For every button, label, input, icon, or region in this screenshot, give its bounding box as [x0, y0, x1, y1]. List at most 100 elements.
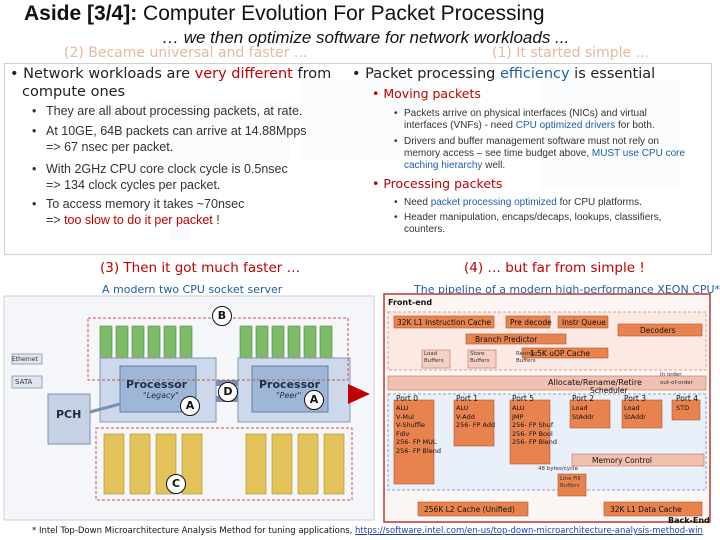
- bytes-per-cycle-label: 48 bytes/cycle: [538, 466, 578, 472]
- right-s1b2-pre: memory access – see time budget above,: [404, 148, 592, 159]
- step3-heading: (3) Then it got much faster …: [100, 260, 301, 276]
- port-0-unit: 256- FP Blend: [396, 446, 442, 455]
- left-bullet-2: •At 10GE, 64B packets can arrive at 14.8…: [32, 124, 307, 154]
- port-3-unit: Load: [624, 404, 640, 412]
- port-2-unit: Load: [572, 404, 588, 412]
- processor-legacy-sub: "Legacy": [143, 391, 179, 400]
- left-bullet-3-l2: => 134 clock cycles per packet.: [46, 178, 221, 192]
- left-bullet-3: •With 2GHz CPU core clock cycle is 0.5ns…: [32, 162, 288, 192]
- label-a-right: A: [304, 390, 324, 410]
- right-s1b1-post: for both.: [615, 120, 655, 131]
- frontend-label: Front-end: [388, 298, 433, 307]
- step4-heading: (4) … but far from simple !: [464, 260, 645, 276]
- right-section-processing-label: Processing packets: [383, 176, 503, 191]
- right-lead: • Packet processing efficiency is essent…: [352, 65, 655, 83]
- allocate-rename-retire-label: Allocate/Rename/Retire: [548, 378, 642, 387]
- predecode-label: Pre decode: [510, 318, 552, 327]
- right-s1b2-blue: MUST use CPU core: [591, 148, 686, 159]
- port-1-units: ALU V-Add 256- FP Add: [456, 404, 495, 430]
- footnote-link[interactable]: https://software.intel.com/en-us/top-dow…: [355, 526, 703, 536]
- reorder-buffers-label: Reorder Buffers: [516, 351, 538, 364]
- port-0-unit: 256- FP MUL: [396, 438, 437, 446]
- title-main: Computer Evolution For Packet Processing: [137, 2, 545, 25]
- right-s2b1-pre: Need: [404, 197, 431, 208]
- footnote-text: * Intel Top-Down Microarchitecture Analy…: [32, 526, 356, 536]
- right-lead-b: is essential: [569, 66, 656, 82]
- right-s1b1-pre: interfaces (VNFs) - need: [404, 120, 516, 131]
- left-bullet-2-l1: At 10GE, 64B packets can arrive at 14.88…: [46, 124, 307, 138]
- in-order-label: In order: [660, 372, 682, 378]
- right-s1-bullet-2: • Drivers and buffer management software…: [394, 136, 716, 172]
- port-0-units: ALU V-Mul V-Shuffle Fdiv 256- FP MUL 256…: [396, 404, 441, 455]
- l1i-cache-label: 32K L1 Instruction Cache: [397, 318, 492, 327]
- right-s1b2-line2: memory access – see time budget above, M…: [404, 148, 716, 160]
- left-bullet-3-l1: With 2GHz CPU core clock cycle is 0.5nse…: [46, 162, 288, 176]
- left-bullet-4-pre: =>: [46, 213, 65, 227]
- l1-data-cache-label: 32K L1 Data Cache: [610, 505, 682, 514]
- right-s1b1-blue: CPU optimized drivers: [515, 120, 616, 131]
- port-3-units: Load StAddr: [624, 404, 646, 421]
- pch-label: PCH: [56, 408, 82, 421]
- right-s1b2-line3: caching hierarchy well.: [404, 160, 716, 172]
- port-5-unit: 256- FP Shuf: [512, 421, 554, 429]
- memory-control-label: Memory Control: [592, 456, 652, 465]
- left-lead-red: very different: [194, 66, 293, 82]
- left-bullet-4: •To access memory it takes ~70nsec=> too…: [32, 197, 245, 228]
- right-section-moving: • Moving packets: [372, 86, 481, 101]
- port-2-label: Port 2: [572, 394, 595, 403]
- port-5-unit: JMP: [512, 412, 524, 421]
- left-lead: • Network workloads are very different f…: [10, 65, 331, 83]
- branch-predictor-label: Branch Predictor: [475, 335, 538, 344]
- out-of-order-label: out-of-order: [660, 380, 693, 386]
- right-s1b1-line1: Packets arrive on physical interfaces (N…: [404, 108, 647, 119]
- l2-cache-label: 256K L2 Cache (Unified): [424, 505, 515, 514]
- right-lead-blue: efficiency: [499, 66, 570, 82]
- right-s2b1-blue: packet processing optimized: [430, 197, 557, 208]
- store-buffers-label: Store Buffers: [470, 351, 490, 364]
- port-5-unit: 256- FP Blend: [512, 438, 558, 446]
- label-a-left: A: [180, 396, 200, 416]
- load-buffers-label: Load Buffers: [424, 351, 444, 364]
- right-section-moving-label: Moving packets: [383, 86, 481, 101]
- port-5-label: Port 5: [512, 394, 535, 403]
- port-1-unit: V-Add: [456, 412, 475, 421]
- sata-label: SATA: [15, 378, 33, 386]
- port-4-units: STD: [676, 404, 689, 413]
- port-2-unit: StAddr: [572, 412, 594, 421]
- left-bullet-1: •They are all about processing packets, …: [32, 104, 303, 118]
- ports-row: Port 0 Port 1 Port 5 Port 2 Port 3 Port …: [396, 394, 716, 404]
- instr-queue-label: Instr Queue: [562, 318, 606, 327]
- title-prefix: Aside [3/4]:: [24, 2, 138, 25]
- right-s2b2-line1: Header manipulation, encaps/decaps, look…: [404, 212, 662, 223]
- left-bullet-4-post: !: [212, 213, 220, 227]
- slide-title: Aside [3/4]: Computer Evolution For Pack…: [24, 2, 545, 26]
- decoders-label: Decoders: [640, 326, 676, 335]
- processor-peer-label: Processor: [259, 378, 321, 391]
- port-3-unit: StAddr: [624, 412, 646, 421]
- port-0-unit: Fdiv: [396, 429, 410, 438]
- xeon-pipeline-diagram: [383, 293, 711, 523]
- right-s1b2-line1: Drivers and buffer management software m…: [404, 136, 659, 147]
- port-0-label: Port 0: [396, 394, 419, 403]
- port-2-units: Load StAddr: [572, 404, 594, 421]
- server-caption: A modern two CPU socket server: [102, 283, 283, 296]
- right-s2b1-post: for CPU platforms.: [556, 197, 642, 208]
- left-bullet-1-text: They are all about processing packets, a…: [46, 104, 303, 118]
- label-d: D: [218, 382, 238, 402]
- left-bullet-4-l1: To access memory it takes ~70nsec: [46, 197, 245, 211]
- right-s2-bullet-1: • Need packet processing optimized for C…: [394, 197, 714, 209]
- right-s1b2-l3post: well.: [482, 160, 506, 171]
- right-lead-a: • Packet processing: [352, 66, 500, 82]
- backend-label: Back-End: [668, 516, 710, 525]
- label-b: B: [212, 306, 232, 326]
- port-1-unit: 256- FP Add: [456, 421, 496, 429]
- left-lead-line2: compute ones: [22, 84, 126, 100]
- port-1-label: Port 1: [456, 394, 479, 403]
- port-0-unit: ALU: [396, 404, 409, 412]
- port-5-units: ALU JMP 256- FP Shuf 256- FP Bool 256- F…: [512, 404, 557, 447]
- right-s1b2-l3blue: caching hierarchy: [404, 160, 483, 171]
- footnote: * Intel Top-Down Microarchitecture Analy…: [32, 526, 703, 536]
- port-0-unit: V-Shuffle: [396, 421, 426, 429]
- left-lead-a: • Network workloads are: [10, 66, 195, 82]
- left-bullet-4-l2: => too slow to do it per packet !: [46, 213, 220, 228]
